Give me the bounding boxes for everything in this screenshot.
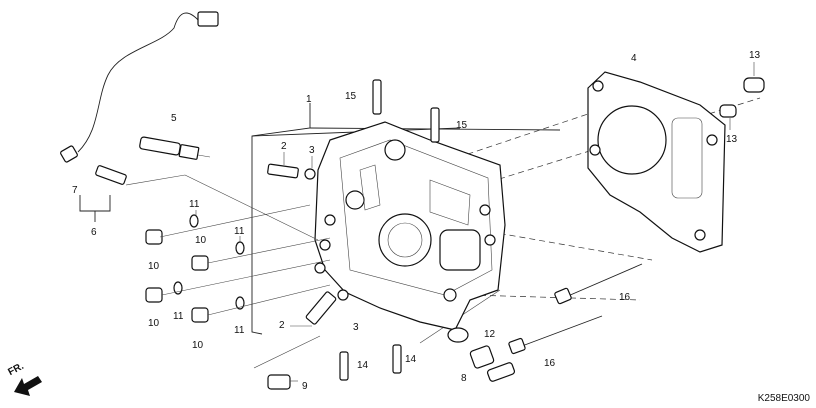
callout-l10d: 10: [192, 340, 204, 351]
callout-l11a: 11: [189, 199, 200, 210]
callout-l2b: 2: [279, 320, 285, 331]
callout-l12: 12: [484, 329, 496, 340]
callout-l8: 8: [461, 373, 467, 384]
callout-l10a: 10: [195, 235, 207, 246]
callout-l14a: 14: [357, 360, 369, 371]
guide-line: [125, 174, 186, 186]
callout-l5: 5: [171, 113, 177, 124]
callout-l15b: 15: [456, 120, 468, 131]
diagram-code: K258E0300: [757, 393, 810, 404]
dowel-pins: [719, 62, 765, 130]
callout-l14b: 14: [405, 354, 417, 365]
callout-l11d: 11: [234, 325, 245, 336]
valve-guide-upper: [267, 152, 316, 180]
callout-l10c: 10: [148, 318, 160, 329]
temperature-sensor: [79, 165, 127, 222]
callout-l11b: 11: [234, 226, 245, 237]
sensor-bolt: [447, 327, 516, 382]
callout-l6: 6: [91, 227, 97, 238]
callout-l13b: 13: [726, 134, 738, 145]
callout-l4: 4: [631, 53, 637, 64]
callout-l9: 9: [302, 381, 308, 392]
callout-l15a: 15: [345, 91, 357, 102]
spark-plug: [139, 136, 211, 160]
callout-l11c: 11: [173, 311, 184, 322]
callout-l1: 1: [306, 94, 312, 105]
callout-l16b: 16: [544, 358, 556, 369]
cylinder-head-body: [314, 121, 506, 331]
long-bolts: [508, 263, 643, 355]
sensor-wire: [60, 11, 219, 163]
callout-l2a: 2: [281, 141, 287, 152]
valve-guide-lower: [290, 289, 349, 327]
callout-l7: 7: [72, 185, 78, 196]
studs-14: [339, 344, 402, 381]
guide-line-2: [184, 174, 319, 241]
callout-l10b: 10: [148, 261, 160, 272]
nuts-and-washers: [145, 204, 331, 323]
studs-15: [372, 79, 440, 143]
front-direction-arrow-icon: [14, 376, 42, 396]
callout-l13a: 13: [749, 50, 761, 61]
head-gasket: [587, 71, 726, 253]
callout-l16a: 16: [619, 292, 631, 303]
bolt-9: [253, 335, 321, 390]
callout-l3b: 3: [353, 322, 359, 333]
callout-l3a: 3: [309, 145, 315, 156]
